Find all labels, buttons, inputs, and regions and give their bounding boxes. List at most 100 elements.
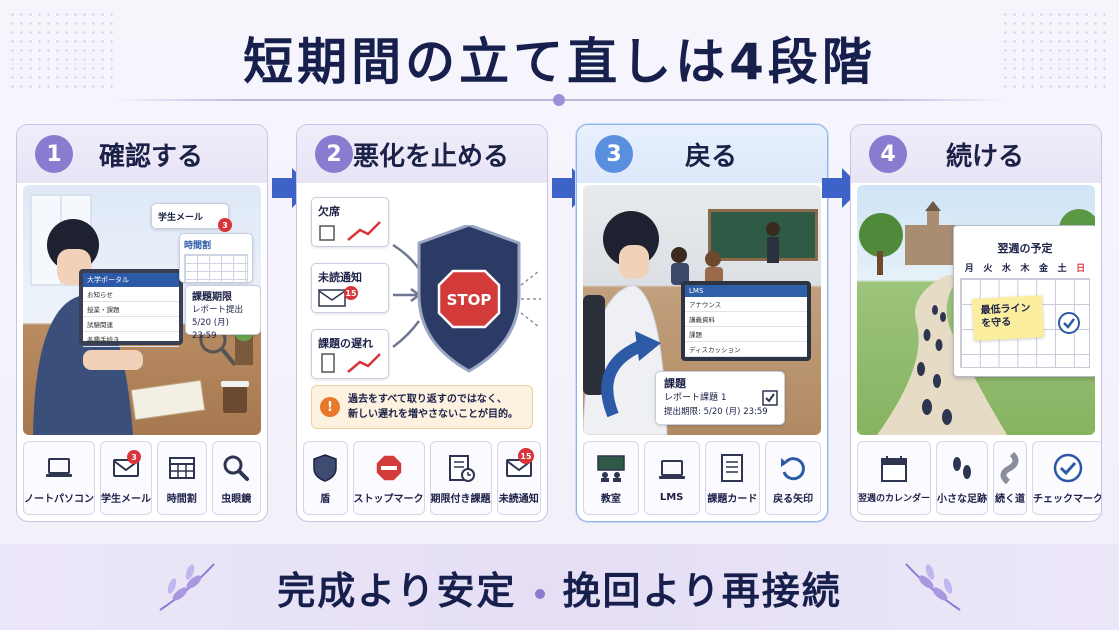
alert-icon: !: [320, 397, 340, 417]
laptop-icon: [46, 457, 72, 477]
lms-row: 講義資料: [685, 312, 807, 327]
mail-badge: 3: [127, 450, 141, 464]
icon-card-road: 続く道: [993, 441, 1028, 515]
calendar-day: 月: [964, 264, 974, 274]
icon-label: 戻る矢印: [773, 493, 814, 505]
calendar-icon: [881, 455, 907, 482]
step-illustration: 大学ポータル お知らせ 授業・課題 試験関連 各種手続き 学生メール 3 時間割…: [23, 185, 261, 435]
magnifier-icon: [223, 455, 250, 481]
icon-card-stop: ストップマーク: [352, 441, 425, 515]
step-title: 続ける: [945, 141, 1024, 172]
step-panel-4: 4 続ける 翌週の予定 月 火 水 木 金 土 日: [850, 124, 1102, 522]
title-divider-dot: [553, 94, 565, 106]
step-illustration: LMS アナウンス 講義資料 課題 ディスカッション 課題 レポート課題 1 提…: [583, 185, 821, 435]
task-delay-label: 課題の遅れ: [318, 337, 373, 350]
task-card-title: 課題: [664, 377, 686, 390]
rising-trend-icon: [319, 221, 381, 241]
portal-row: 各種手続き: [83, 332, 179, 347]
student-at-laptop-illustration: [30, 194, 254, 435]
due-card: 課題期限 レポート提出 5/20 (月) 23:59: [185, 285, 261, 341]
step-panel-1: 1 確認する 大学ポータル お知らせ 授業・課題 試験関連 各種手続き 学生: [16, 124, 268, 522]
icon-label: 翌週のカレンダー: [858, 493, 931, 504]
goal-note-line: 新しい遅れを増やさないことが目的。: [348, 409, 518, 420]
icon-card-laptop: ノートパソコン: [23, 441, 95, 515]
timetable-grid: [184, 254, 248, 284]
footprints-icon: [953, 456, 972, 479]
check-box-icon: [762, 390, 778, 406]
decorative-dots: [1001, 10, 1111, 90]
task-card: 課題 レポート課題 1 提出期限: 5/20 (月) 23:59: [655, 371, 785, 425]
unread-label: 未読通知: [318, 271, 362, 284]
mail-card: 学生メール 3: [151, 203, 232, 232]
mail-badge: 3: [218, 218, 232, 232]
task-delay-card: 課題の遅れ: [311, 329, 389, 379]
step-header: 3 戻る: [577, 125, 827, 183]
step-icon-row: 盾 ストップマーク 期限付き課題 15 未読通知: [303, 441, 541, 515]
icon-label: 続く道: [995, 493, 1026, 505]
footer-message: 完成より安定挽回より再接続: [0, 560, 1119, 615]
step-number: 3: [595, 135, 633, 173]
icon-label: 未読通知: [498, 493, 539, 505]
icon-label: 課題カード: [707, 493, 758, 505]
icon-card-calendar: 翌週のカレンダー: [857, 441, 932, 515]
absence-label: 欠席: [318, 205, 340, 218]
icon-card-mail: 3 学生メール: [100, 441, 152, 515]
step-number: 1: [35, 135, 73, 173]
calendar-day: 水: [1001, 264, 1011, 274]
step-icon-row: 翌週のカレンダー 小さな足跡 続く道 チェックマーク: [857, 441, 1101, 515]
icon-label: 時間割: [166, 493, 197, 505]
step-icon-row: ノートパソコン 3 学生メール 時間割 虫眼鏡: [23, 441, 261, 515]
icon-card-deadline-task: 期限付き課題: [429, 441, 492, 515]
portal-row: 試験関連: [83, 317, 179, 332]
step-title: 確認する: [98, 141, 203, 172]
mail-icon: [318, 289, 346, 307]
lms-laptop-icon: [658, 459, 685, 479]
mail-card-title: 学生メール: [158, 213, 204, 223]
portal-row: お知らせ: [83, 287, 179, 302]
chalkboard: [708, 209, 818, 261]
due-title: 課題期限: [192, 292, 232, 303]
step-header: 4 続ける: [851, 125, 1101, 183]
step-illustration: 欠席 未読通知 15 課題の遅れ STOP × × × ! 過去をす: [303, 185, 541, 435]
icon-label: 学生メール: [101, 493, 151, 505]
shield-icon: [313, 453, 337, 482]
unread-badge: 15: [518, 448, 534, 464]
task-card-line: レポート課題 1: [664, 393, 727, 403]
stop-shield-illustration: STOP × × ×: [392, 225, 541, 373]
decorative-dots: [8, 10, 118, 90]
rising-trend-icon: [321, 353, 381, 373]
road-icon: [1000, 451, 1019, 484]
step-header: 2 悪化を止める: [297, 125, 547, 183]
calendar-day: 金: [1039, 264, 1049, 274]
step-header: 1 確認する: [17, 125, 267, 183]
absence-card: 欠席: [311, 197, 389, 247]
calendar-title: 翌週の予定: [997, 242, 1053, 255]
due-date: 5/20 (月) 23:59: [192, 318, 229, 341]
due-line: レポート提出: [192, 305, 244, 315]
icon-label: 教室: [600, 493, 621, 505]
step-illustration: 翌週の予定 月 火 水 木 金 土 日 最低ライン を守る: [857, 185, 1095, 435]
footer-separator: [534, 588, 545, 599]
footer-right: 挽回より再接続: [562, 569, 842, 613]
calendar-day: 木: [1020, 264, 1030, 274]
icon-label: ノートパソコン: [24, 493, 94, 505]
lms-laptop: LMS アナウンス 講義資料 課題 ディスカッション: [681, 281, 811, 361]
icon-label: ストップマーク: [353, 493, 424, 505]
timetable-card: 時間割: [179, 233, 253, 284]
sticky-note-line: を守る: [980, 316, 1012, 330]
icon-label: チェックマーク: [1033, 493, 1102, 505]
calendar-day: 火: [983, 264, 993, 274]
deadline-task-icon: [448, 454, 475, 482]
icon-card-task: 課題カード: [704, 441, 761, 515]
leaf-decoration-icon: [159, 563, 215, 611]
step-panel-2: 2 悪化を止める 欠席 未読通知 15 課題の遅れ STOP × × ×: [296, 124, 548, 522]
step-title: 悪化を止める: [353, 141, 510, 172]
goal-note-text: 過去をすべて取り返すのではなく、 新しい遅れを増やさないことが目的。: [348, 392, 518, 422]
student-in-classroom-illustration: [583, 211, 780, 435]
lms-row: 課題: [685, 327, 807, 342]
goal-note: ! 過去をすべて取り返すのではなく、 新しい遅れを増やさないことが目的。: [311, 385, 533, 429]
icon-label: 虫眼鏡: [221, 493, 252, 505]
icon-card-timetable: 時間割: [157, 441, 207, 515]
sticky-note: 最低ライン を守る: [971, 295, 1045, 341]
lms-row: アナウンス: [685, 297, 807, 312]
